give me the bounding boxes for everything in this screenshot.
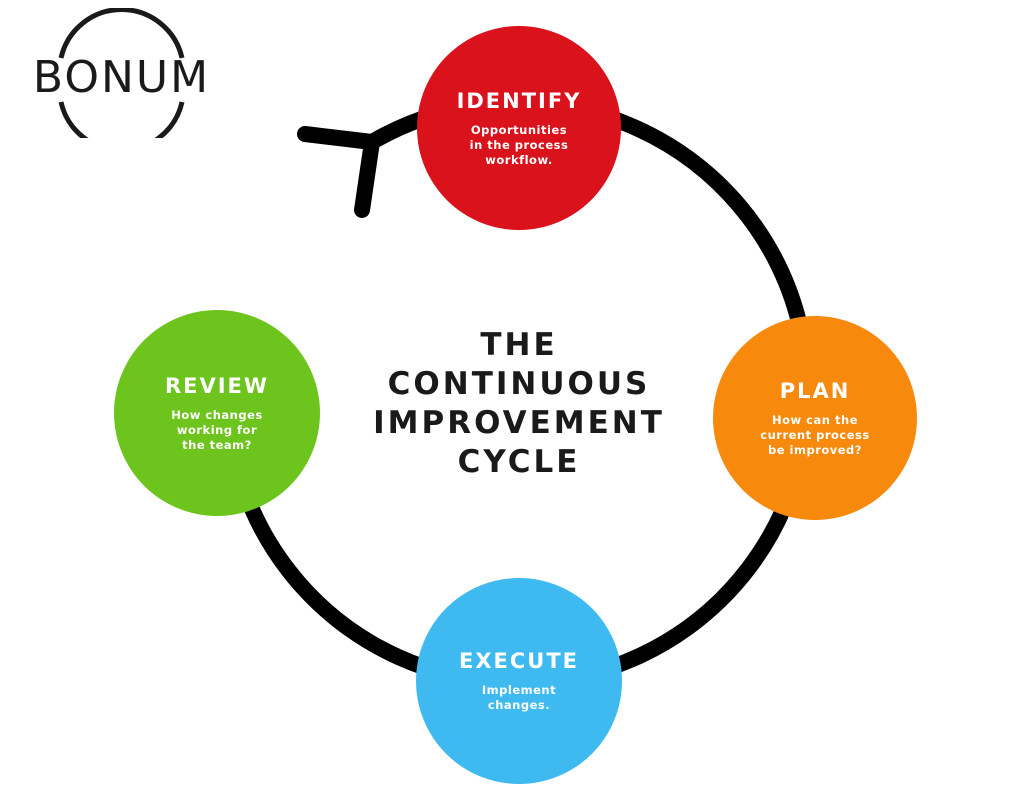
stage-execute: EXECUTE Implement changes.	[416, 578, 622, 784]
stage-identify-title: IDENTIFY	[456, 88, 582, 113]
stage-execute-title: EXECUTE	[458, 649, 579, 673]
diagram-title: THE CONTINUOUS IMPROVEMENT CYCLE	[352, 326, 686, 482]
stage-plan-title: PLAN	[779, 378, 851, 403]
diagram-title-line: IMPROVEMENT	[373, 405, 665, 441]
stage-review: REVIEW How changes working for the team?	[114, 310, 320, 516]
stage-review-description: How changes working for the team?	[171, 407, 263, 452]
logo-ring-icon	[58, 8, 185, 138]
stage-plan: PLAN How can the current process be impr…	[713, 316, 917, 520]
stage-identify-description: Opportunities in the process workflow.	[469, 122, 569, 167]
diagram-title-line: THE	[480, 327, 558, 363]
stage-plan-description: How can the current process be improved?	[760, 412, 870, 457]
stage-execute-description: Implement changes.	[481, 683, 557, 712]
cycle-arrow-icon	[297, 126, 382, 218]
diagram-title-line: CYCLE	[457, 444, 581, 480]
logo-text: BONUM	[32, 52, 211, 103]
diagram-title-line: CONTINUOUS	[387, 366, 651, 402]
bonum-logo: BONUM	[14, 8, 229, 138]
stage-review-title: REVIEW	[164, 373, 270, 398]
stage-identify: IDENTIFY Opportunities in the process wo…	[417, 26, 621, 230]
